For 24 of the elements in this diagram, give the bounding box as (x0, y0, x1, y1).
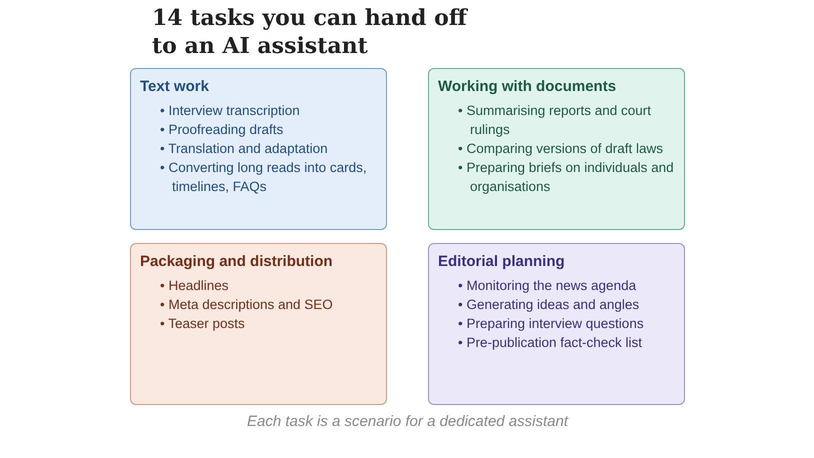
task-item: • Meta descriptions and SEO (160, 296, 334, 314)
category-card (130, 243, 387, 405)
task-item: • Summarising reports and court rulings (458, 102, 652, 139)
caption: Each task is a scenario for a dedicated assistant (246, 412, 570, 432)
category-card (428, 243, 685, 405)
card-heading: Editorial planning (438, 252, 566, 272)
task-item: • Pre-publication fact-check list (458, 334, 644, 352)
task-item: • Generating ideas and angles (458, 296, 640, 314)
task-item: • Teaser posts (160, 315, 246, 333)
card-heading: Working with documents (438, 77, 618, 97)
task-item: • Proofreading drafts (160, 121, 284, 139)
card-heading: Packaging and distribution (140, 252, 334, 272)
task-item: • Translation and adaptation (160, 140, 329, 158)
category-card (428, 68, 685, 230)
task-item: • Interview transcription (160, 102, 301, 120)
task-item: • Preparing briefs on individuals and organisations (458, 159, 675, 196)
card-heading: Text work (140, 77, 210, 97)
task-item: • Preparing interview questions (458, 315, 645, 333)
task-item: • Comparing versions of draft laws (458, 140, 664, 158)
category-card (130, 68, 387, 230)
task-item: • Headlines (160, 277, 230, 295)
task-item: • Converting long reads into cards, timelines, FAQs (160, 159, 368, 196)
title: 14 tasks you can hand off to an AI assistant (152, 4, 469, 60)
task-item: • Monitoring the news agenda (458, 277, 638, 295)
